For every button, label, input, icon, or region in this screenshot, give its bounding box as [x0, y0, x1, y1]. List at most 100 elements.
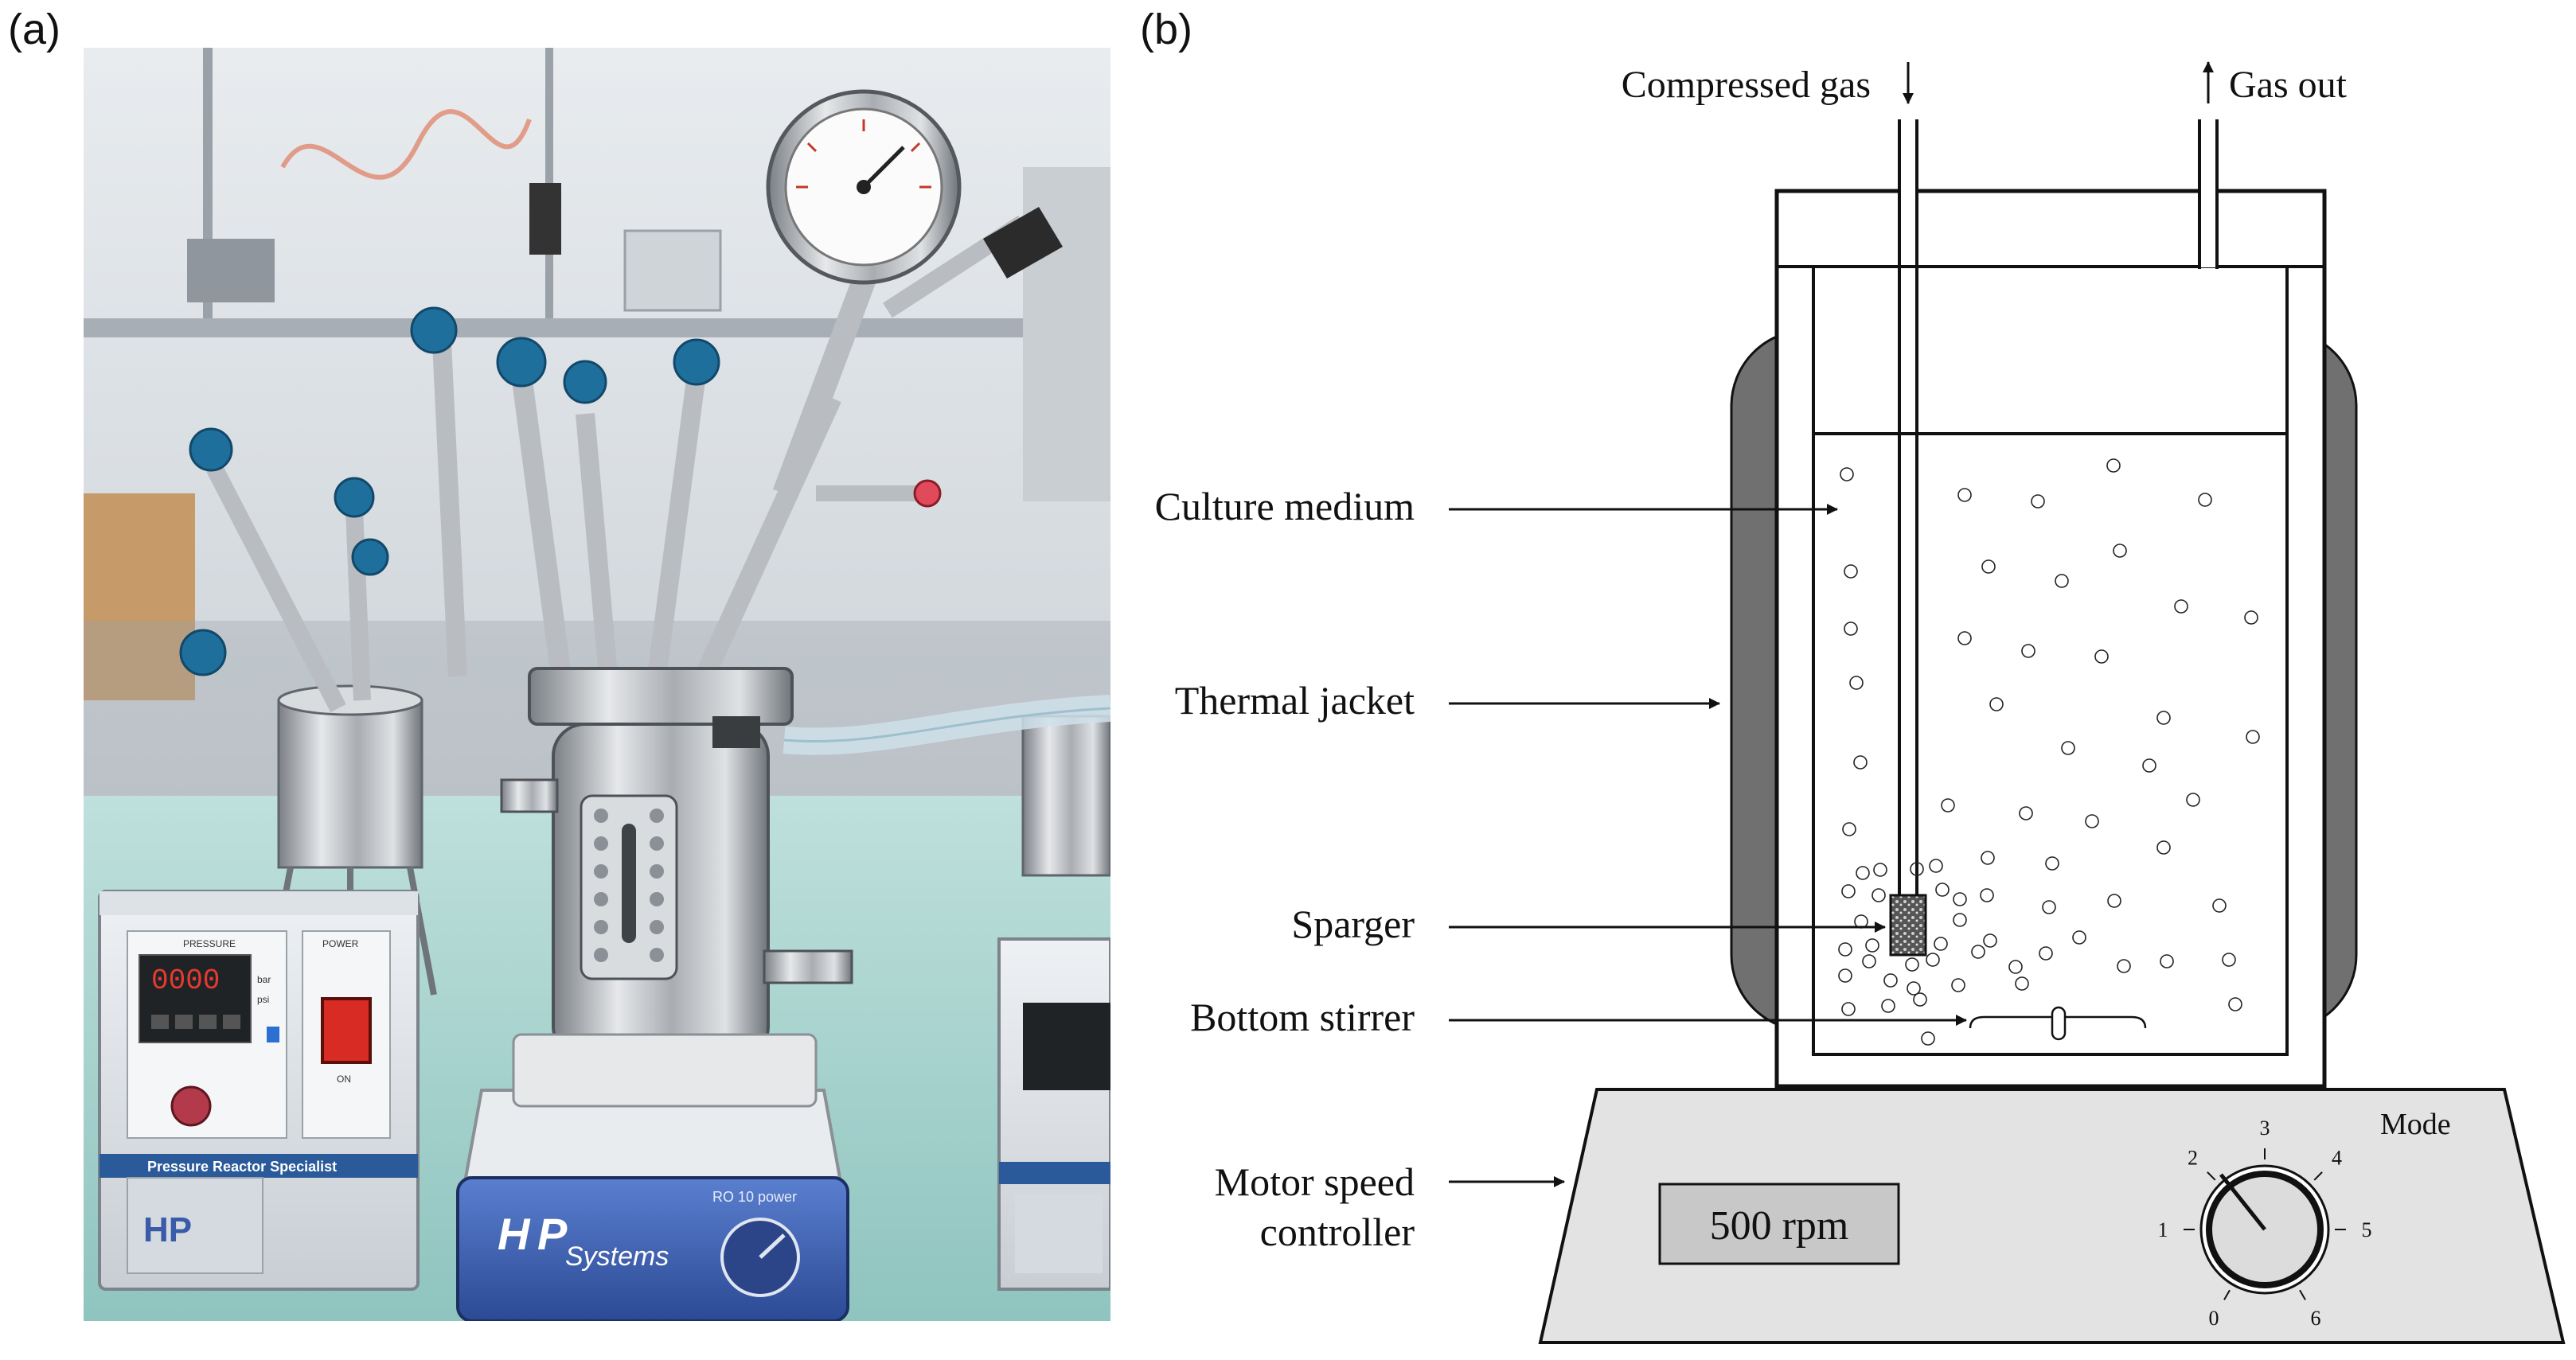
- bubble: [2045, 856, 2059, 871]
- bubble: [1953, 892, 1967, 906]
- stirrer-base: [1538, 1088, 2566, 1344]
- dial-tick-label: 3: [2260, 1116, 2270, 1140]
- culture-medium-label: Culture medium: [1155, 484, 1415, 528]
- bubble: [1957, 631, 1972, 645]
- dial-tick-label: 4: [2332, 1146, 2342, 1169]
- controller-logo: HP: [143, 1210, 192, 1249]
- bubble: [1907, 981, 1921, 996]
- bubble: [1881, 999, 1895, 1013]
- bubble: [2031, 494, 2045, 509]
- bubble: [1926, 953, 1940, 967]
- pressure-display: 0000: [151, 964, 220, 997]
- controller-footer-label: Pressure Reactor Specialist: [147, 1159, 337, 1175]
- bubble: [1840, 467, 1854, 481]
- dial-tick-label: 0: [2209, 1307, 2219, 1330]
- stirrer-brand: H P Systems: [498, 1209, 669, 1272]
- bubble: [2222, 953, 2236, 967]
- power-label: POWER: [322, 938, 359, 949]
- bottom-stirrer: [1969, 1006, 2147, 1041]
- motor-speed-label-line1: Motor speed: [1215, 1159, 1415, 1204]
- bubble: [1844, 564, 1858, 579]
- bubble: [1981, 851, 1995, 865]
- bubble: [2106, 458, 2121, 473]
- bubble: [2156, 840, 2171, 855]
- rpm-display-value: 500 rpm: [1710, 1203, 1849, 1249]
- sparger: [1889, 894, 1927, 957]
- bubble: [1838, 968, 1852, 983]
- power-switch: [321, 997, 372, 1064]
- dial-tick-label: 6: [2311, 1307, 2321, 1330]
- panel-b-label: (b): [1140, 6, 1192, 53]
- bubble: [1980, 888, 1994, 902]
- gas-outlet-tube: [2198, 119, 2219, 269]
- stirrer-model: RO 10 power: [712, 1189, 797, 1205]
- bubble: [2061, 741, 2075, 755]
- bubble: [1953, 913, 1967, 927]
- dial-tick-label: 2: [2188, 1146, 2198, 1169]
- bubble: [2228, 997, 2242, 1011]
- bubble: [2008, 960, 2023, 974]
- bubble: [1844, 622, 1858, 636]
- bubble: [1838, 942, 1852, 957]
- dial-tick-mark: [2313, 1171, 2323, 1181]
- gas-bubbles: [1838, 458, 2260, 1046]
- bubble: [2113, 544, 2127, 558]
- bar-unit: bar: [257, 974, 271, 985]
- bubble: [1856, 866, 1870, 880]
- mode-dial: [2199, 1164, 2330, 1295]
- bubble: [1921, 1031, 1935, 1046]
- on-label: ON: [337, 1074, 351, 1085]
- bubble: [1841, 884, 1856, 898]
- bubble: [2015, 976, 2029, 991]
- bubble: [2072, 930, 2086, 945]
- sparger-label: Sparger: [1291, 902, 1415, 946]
- bubble: [2107, 894, 2121, 908]
- bubble: [1989, 697, 2004, 711]
- bubble: [2117, 959, 2131, 973]
- bubble: [1971, 945, 1985, 959]
- bubble: [2212, 898, 2227, 913]
- motor-speed-label-line2: controller: [1260, 1210, 1415, 1254]
- bubble: [2019, 806, 2033, 820]
- mode-label: Mode: [2380, 1108, 2451, 1141]
- bubble: [2094, 649, 2109, 664]
- gas-inlet-tube: [1898, 119, 1918, 895]
- pressure-label: PRESSURE: [183, 938, 236, 949]
- dial-tick-mark: [2207, 1171, 2216, 1181]
- bubble: [1983, 933, 1997, 948]
- bubble: [1862, 954, 1876, 968]
- bubble: [1951, 978, 1965, 992]
- panel-a-label: (a): [8, 6, 60, 53]
- bubble: [1841, 1002, 1856, 1016]
- rpm-display: [1658, 1183, 1900, 1265]
- bubble: [1849, 676, 1864, 690]
- bubble: [1910, 862, 1924, 876]
- reactor-vessel-inner: [1812, 265, 2289, 1056]
- dial-tick-mark: [2223, 1289, 2231, 1300]
- svg-text:H: H: [498, 1209, 531, 1259]
- bubble: [1929, 859, 1943, 873]
- reactor-photo: H P Systems RO 10 power Pressure Reactor…: [84, 48, 1110, 1321]
- bubble: [2186, 793, 2200, 807]
- bubble: [2021, 644, 2035, 658]
- bubble: [2160, 954, 2174, 968]
- bubble: [1981, 559, 1996, 574]
- bubble: [2198, 493, 2212, 507]
- compressed-gas-label: Compressed gas: [1622, 64, 1871, 106]
- bubble: [1883, 973, 1898, 988]
- bubble: [2156, 711, 2171, 725]
- thermal-jacket-label: Thermal jacket: [1175, 678, 1415, 723]
- psi-unit: psi: [257, 994, 269, 1005]
- bubble: [1957, 488, 1972, 502]
- bubble: [1913, 992, 1927, 1007]
- bubble: [2174, 599, 2188, 614]
- bubble: [2246, 730, 2260, 744]
- bubble: [2055, 574, 2069, 588]
- svg-text:P: P: [537, 1209, 568, 1259]
- bubble: [1842, 822, 1856, 836]
- bubble: [2142, 758, 2156, 773]
- bottom-stirrer-label: Bottom stirrer: [1190, 995, 1415, 1039]
- bubble: [1872, 888, 1886, 902]
- controller-knob: [170, 1085, 212, 1127]
